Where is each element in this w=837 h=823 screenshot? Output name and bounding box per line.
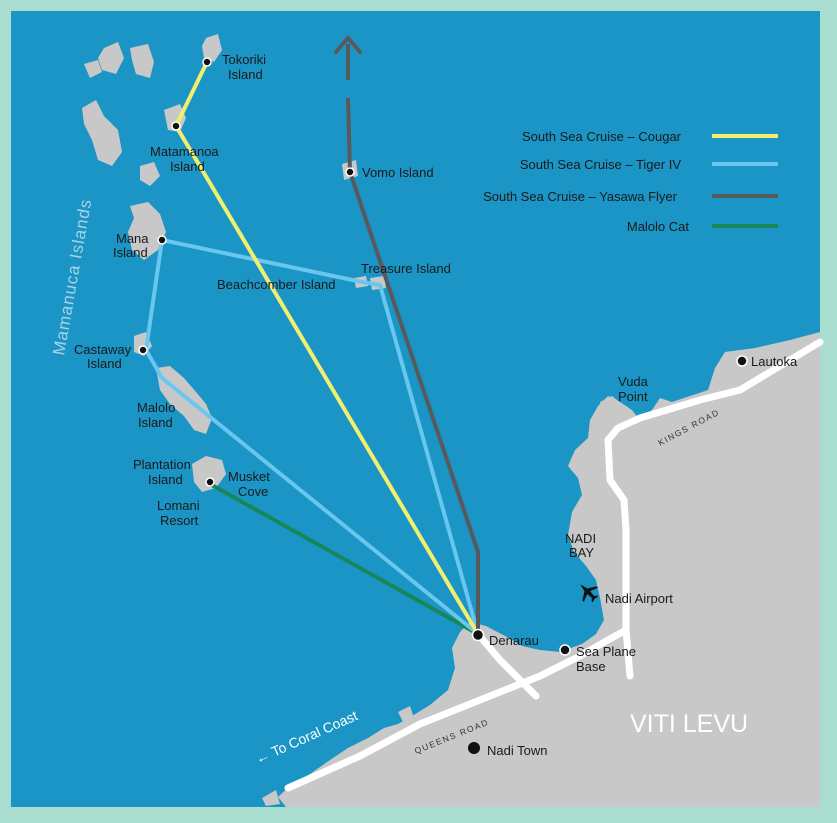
legend-label-tiger: South Sea Cruise – Tiger IV (520, 157, 681, 172)
label-musket-line2: Cove (238, 484, 268, 499)
route-malolo-cat (209, 482, 479, 636)
label-nadi-bay-line1: NADI (565, 531, 596, 546)
legend-label-malolo: Malolo Cat (627, 219, 690, 234)
coastal-islet (398, 706, 414, 724)
route-yasawa-flyer (346, 97, 480, 634)
location-dot-icon (202, 57, 212, 67)
legend-label-yasawa: South Sea Cruise – Yasawa Flyer (483, 189, 678, 204)
vuda-point-landmass (600, 396, 622, 420)
location-dot-icon (157, 235, 167, 245)
label-vomo: Vomo Island (362, 165, 434, 180)
label-plantation-line1: Plantation (133, 457, 191, 472)
legend: South Sea Cruise – Cougar South Sea Crui… (483, 129, 778, 234)
label-mana-line1: Mana (116, 231, 149, 246)
label-castaway-line1: Castaway (74, 342, 132, 357)
airplane-icon (580, 584, 599, 603)
label-tokoriki-line1: Tokoriki (222, 52, 266, 67)
location-dot-icon (171, 121, 181, 131)
label-matamanoa-line1: Matamanoa (150, 144, 219, 159)
location-dot-icon (468, 742, 480, 754)
legend-label-cougar: South Sea Cruise – Cougar (522, 129, 682, 144)
kings-road (604, 338, 824, 680)
label-beachcomber: Beachcomber Island (217, 277, 336, 292)
label-tokoriki-line2: Island (228, 67, 263, 82)
label-treasure: Treasure Island (361, 261, 451, 276)
label-nadi-town: Nadi Town (487, 743, 547, 758)
label-vuda-line2: Point (618, 389, 648, 404)
label-lomani-line1: Lomani (157, 498, 200, 513)
label-malolo-line1: Malolo (137, 400, 175, 415)
label-musket-line1: Musket (228, 469, 270, 484)
label-vuda-line1: Vuda (618, 374, 649, 389)
label-mana-line2: Island (113, 245, 148, 260)
arrow-up-icon (334, 34, 362, 54)
label-matamanoa-line2: Island (170, 159, 205, 174)
label-lomani-line2: Resort (160, 513, 199, 528)
location-markers (138, 57, 748, 754)
label-nadi-airport: Nadi Airport (605, 591, 673, 606)
location-dot-icon (471, 628, 485, 642)
label-seaplane-line2: Base (576, 659, 606, 674)
label-malolo-line2: Island (138, 415, 173, 430)
location-dot-icon (345, 167, 355, 177)
label-lautoka: Lautoka (751, 354, 798, 369)
label-viti-levu: VITI LEVU (630, 710, 748, 738)
label-plantation-line2: Island (148, 472, 183, 487)
label-seaplane-line1: Sea Plane (576, 644, 636, 659)
label-nadi-bay-line2: BAY (569, 545, 594, 560)
location-dot-icon (138, 345, 148, 355)
label-castaway-line2: Island (87, 356, 122, 371)
viti-levu-landmass (278, 332, 820, 807)
label-denarau: Denarau (489, 633, 539, 648)
location-dot-icon (559, 644, 571, 656)
denarau-road (474, 630, 540, 700)
location-dot-icon (205, 477, 215, 487)
queens-road (284, 626, 630, 792)
coastal-islet (262, 790, 280, 806)
location-dot-icon (736, 355, 748, 367)
road-network (284, 338, 824, 792)
